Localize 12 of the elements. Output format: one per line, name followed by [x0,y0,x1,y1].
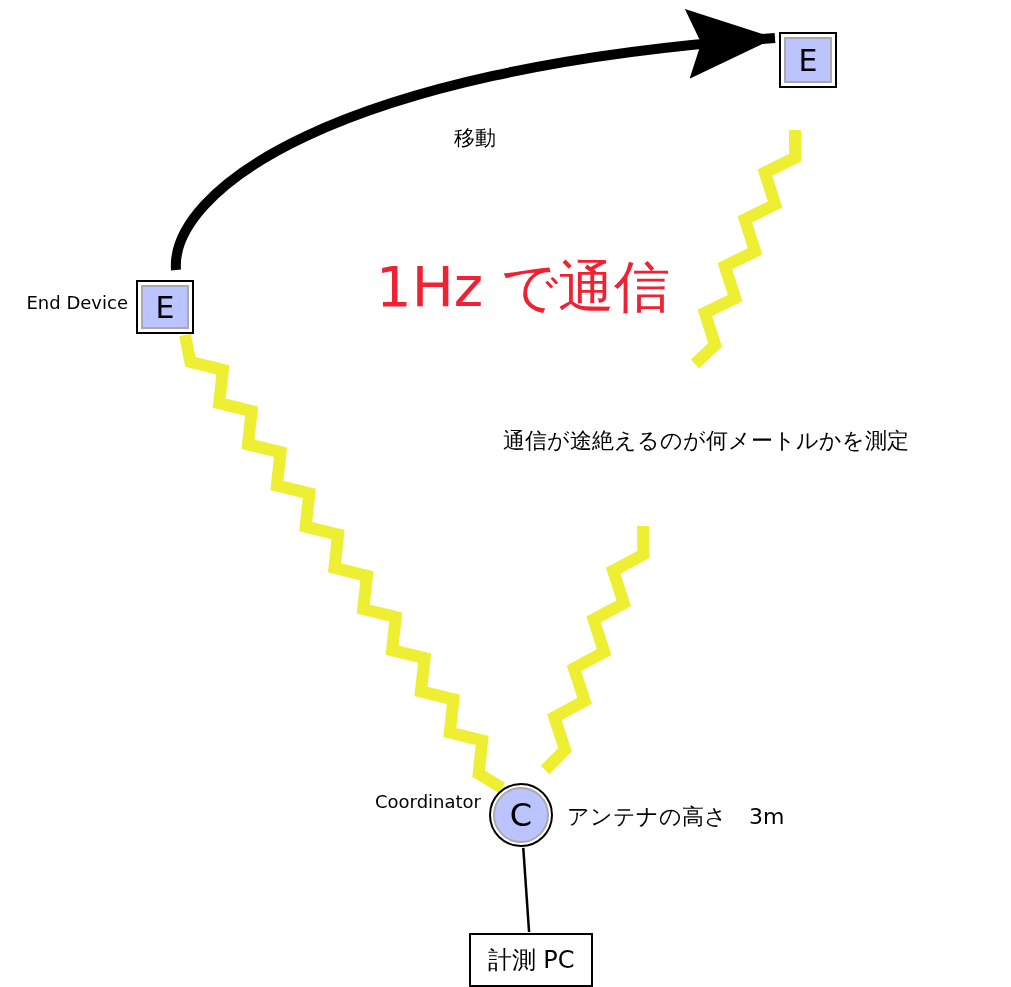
pc-box: 計測 PC [469,933,593,987]
connector-line [522,847,531,933]
note-text: アンテナの高さ 3m [567,803,785,831]
device-caption: Coordinator [375,791,481,812]
coordinator-circle: C [489,783,553,847]
arrow [171,10,776,271]
headline-text: 1Hz で通信 [376,253,670,321]
note-text: 通信が途絶えるのが何メートルかを測定 [503,427,909,455]
device-caption: End Device [26,292,128,313]
radio-link [179,333,506,794]
device-box: E [136,280,194,334]
device-box: E [779,32,837,88]
